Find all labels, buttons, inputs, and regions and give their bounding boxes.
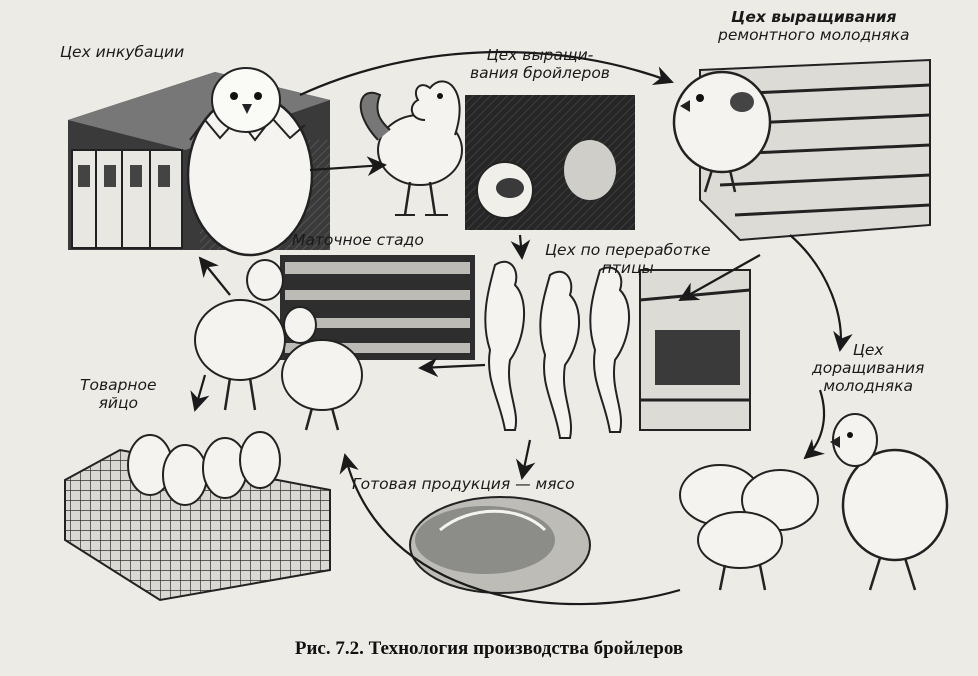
roast-chicken-icon <box>409 496 591 594</box>
label-growing-line3: молодняка <box>823 376 913 395</box>
arrow-processing-to-parent <box>678 254 761 301</box>
arrow-growing-to-flock <box>803 389 825 460</box>
label-eggs-line2: яйцо <box>98 393 138 412</box>
label-growing-line2: доращивания <box>812 358 925 377</box>
hen-icon <box>194 259 363 431</box>
label-incubation: Цех инкубации <box>60 43 185 61</box>
standing-hen-icon <box>830 413 949 591</box>
chick-icon <box>672 70 772 193</box>
label-eggs-line1: Товарное <box>80 376 157 394</box>
label-broilers-line1: Цех выращи- <box>486 46 594 64</box>
figure-caption: Рис. 7.2. Технология производства бройле… <box>294 638 684 659</box>
young-flock-illustration <box>679 464 819 591</box>
egg-icon <box>127 431 281 506</box>
hatching-chick-icon <box>186 67 314 257</box>
arrow-broilers-to-processing <box>510 234 531 260</box>
label-rearing-line1: Цех выращивания <box>731 8 897 26</box>
carcass-icon <box>484 260 631 439</box>
label-rearing-line2: ремонтного молодняка <box>718 25 910 44</box>
label-eggs: Товарное яйцо <box>80 376 157 413</box>
label-processing-line2: птицы <box>601 258 654 277</box>
broiler-shed-illustration <box>465 95 635 230</box>
arrow-incubation-to-rearing <box>299 50 674 97</box>
label-broilers: Цех выращи- вания бройлеров <box>470 46 610 83</box>
label-growing-line1: Цех <box>852 341 884 359</box>
label-broilers-line2: вания бройлеров <box>470 63 610 82</box>
rooster-icon <box>359 80 463 216</box>
arrow-processing-to-product <box>515 439 536 480</box>
label-growing: Цех доращивания молодняка <box>812 341 925 395</box>
label-product: Готовая продукция — мясо <box>352 475 575 493</box>
arrow-parent-to-eggs <box>190 374 210 412</box>
label-processing-line1: Цех по переработке <box>545 241 711 259</box>
arrow-flock-to-parent <box>339 453 681 606</box>
processing-line-illustration <box>639 269 751 431</box>
label-parent-flock: Маточное стадо <box>292 231 424 249</box>
arrow-processing-to-parent-flock <box>418 357 486 378</box>
arrow-incubation-to-broilers <box>309 156 387 177</box>
label-processing: Цех по переработке птицы <box>545 241 711 278</box>
flow-arrows <box>190 50 853 606</box>
arrow-parent-to-incubation <box>198 256 231 296</box>
arrow-rearing-to-growing <box>789 234 853 352</box>
label-rearing: Цех выращивания ремонтного молодняка <box>718 8 910 45</box>
